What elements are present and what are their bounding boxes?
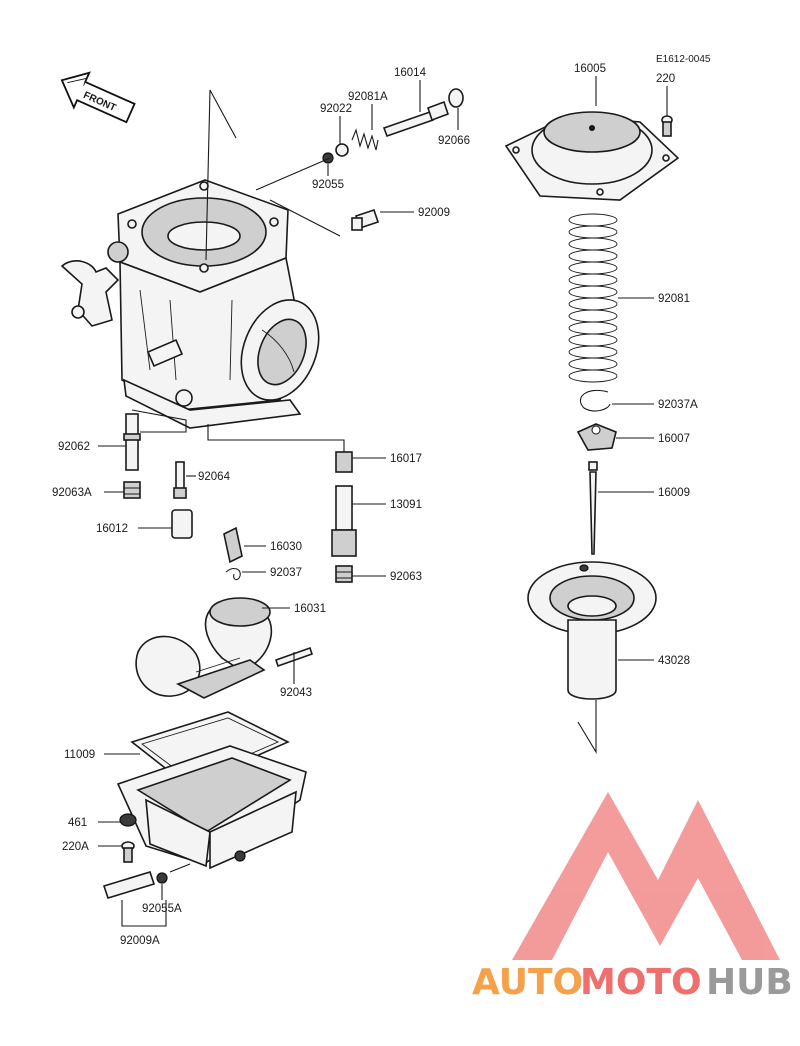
label-92043: 92043	[280, 687, 312, 699]
label-220a: 220A	[62, 841, 89, 853]
label-92009: 92009	[418, 207, 450, 219]
front-arrow-icon: FRONT	[60, 71, 136, 124]
label-92055: 92055	[312, 179, 344, 191]
watermark-logo	[512, 792, 780, 960]
part-labels: 16014 92081A 92022 92066 92055 92009 160…	[52, 63, 698, 947]
label-92081: 92081	[658, 293, 690, 305]
label-461: 461	[68, 817, 87, 829]
label-16009: 16009	[658, 487, 690, 499]
label-16005: 16005	[574, 63, 606, 75]
spring-coil	[568, 213, 618, 383]
watermark-text: AUTO MOTO HUB	[472, 962, 793, 1003]
vacuum-chamber-assembly	[504, 111, 680, 754]
label-92066: 92066	[438, 135, 470, 147]
diagram-code: E1612-0045	[656, 54, 711, 65]
label-92037: 92037	[270, 567, 302, 579]
label-16007: 16007	[658, 433, 690, 445]
label-92037a: 92037A	[658, 399, 698, 411]
leader-lines	[98, 76, 668, 900]
label-92064: 92064	[198, 471, 231, 483]
label-92063: 92063	[390, 571, 422, 583]
watermark-moto: MOTO	[580, 962, 702, 1003]
float-assembly	[135, 597, 314, 699]
pilot-screw-assembly	[255, 88, 464, 237]
label-16012: 16012	[96, 523, 128, 535]
label-92081a: 92081A	[348, 91, 388, 103]
carburetor-body	[60, 179, 320, 429]
label-92063a: 92063A	[52, 487, 92, 499]
label-16017: 16017	[390, 453, 422, 465]
jets-and-tubes	[123, 409, 357, 583]
label-92055a: 92055A	[142, 903, 182, 915]
float-bowl	[102, 711, 307, 927]
label-92009a: 92009A	[120, 935, 160, 947]
label-13091: 13091	[390, 499, 422, 511]
label-16030: 16030	[270, 541, 302, 553]
label-11009: 11009	[64, 749, 95, 761]
label-220: 220	[656, 73, 675, 85]
label-16014: 16014	[394, 67, 427, 79]
watermark-auto: AUTO	[472, 962, 583, 1003]
label-16031: 16031	[294, 603, 326, 615]
watermark-triangle-icon	[512, 792, 780, 960]
label-92022: 92022	[320, 103, 352, 115]
label-92062: 92062	[58, 441, 90, 453]
label-43028: 43028	[658, 655, 690, 667]
watermark-hub: HUB	[706, 962, 793, 1003]
